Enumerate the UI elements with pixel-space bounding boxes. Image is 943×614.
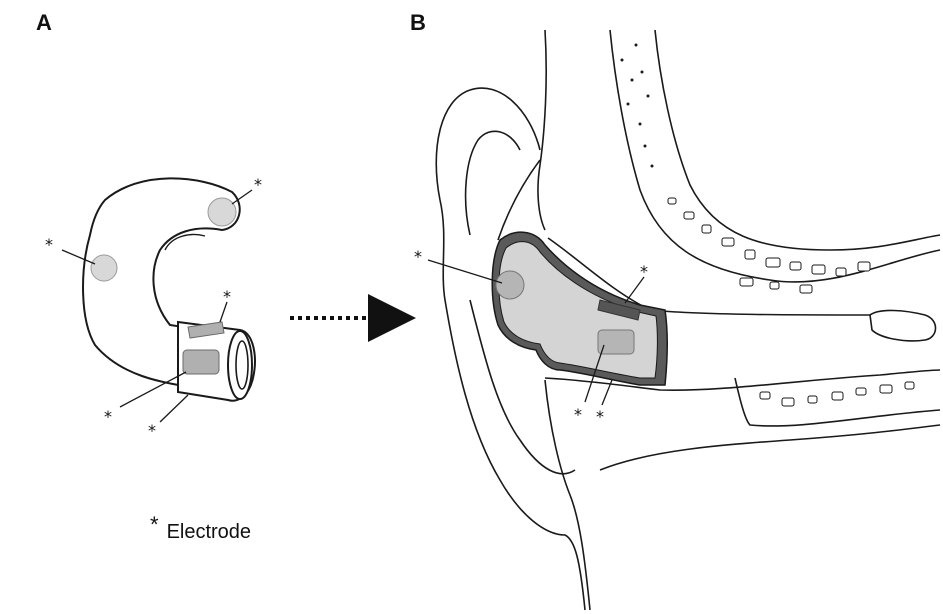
- electrode-a-helix: [208, 198, 236, 226]
- pinna-helix-inner: [466, 131, 520, 235]
- skull-inner: [655, 30, 940, 250]
- electrode-marker: *: [148, 421, 156, 440]
- bone-pore: [770, 282, 779, 289]
- bone-dot: [644, 145, 647, 148]
- bone-pore: [905, 382, 914, 389]
- bone-pore: [702, 225, 711, 233]
- electrode-marker: *: [104, 407, 112, 426]
- bone-dot: [635, 44, 638, 47]
- bone-pore: [745, 250, 755, 259]
- bone-dot: [627, 103, 630, 106]
- bone-dot: [647, 95, 650, 98]
- bone-pore: [740, 278, 753, 286]
- earpiece-canal-opening-inner: [236, 341, 248, 389]
- bone-dot: [641, 71, 644, 74]
- temporal-bone-dots: [621, 44, 654, 168]
- electrode-b-concha: [496, 271, 524, 299]
- jaw-line: [600, 425, 940, 470]
- bone-pore: [766, 258, 780, 267]
- pointer-line: [428, 260, 502, 283]
- bone-pore: [722, 238, 734, 246]
- tympanic-membrane: [870, 310, 936, 340]
- electrode-marker: *: [414, 247, 422, 266]
- bone-pore: [856, 388, 866, 395]
- bone-dot: [621, 59, 624, 62]
- scalp-line-upper: [538, 30, 546, 230]
- bone-pore: [760, 392, 770, 399]
- bone-pore: [684, 212, 694, 219]
- inserted-earpiece: [492, 232, 667, 385]
- electrode-marker: *: [596, 407, 604, 426]
- electrode-marker: *: [574, 405, 582, 424]
- pointer-line: [160, 395, 188, 422]
- electrode-marker: *: [223, 287, 231, 306]
- bone-pore: [782, 398, 794, 406]
- bone-pore: [808, 396, 817, 403]
- bone-dot: [639, 123, 642, 126]
- bone-pore: [858, 262, 870, 271]
- bone-pore: [880, 385, 892, 393]
- bone-pore: [836, 268, 846, 276]
- electrode-marker: *: [45, 235, 53, 254]
- electrode-marker: *: [254, 175, 262, 194]
- bone-pore: [812, 265, 825, 274]
- bone-pore: [832, 392, 843, 400]
- electrode-b-canal-side: [598, 330, 634, 354]
- bone-pore: [668, 198, 676, 204]
- electrode-marker: *: [640, 262, 648, 281]
- bone-dot: [631, 79, 634, 82]
- earlobe-contour: [545, 380, 590, 610]
- electrode-a-canal-side: [183, 350, 219, 374]
- electrode-a-concha: [91, 255, 117, 281]
- bone-dot: [651, 165, 654, 168]
- antihelix: [498, 160, 540, 240]
- bone-pore: [790, 262, 801, 270]
- bone-pore: [800, 285, 812, 293]
